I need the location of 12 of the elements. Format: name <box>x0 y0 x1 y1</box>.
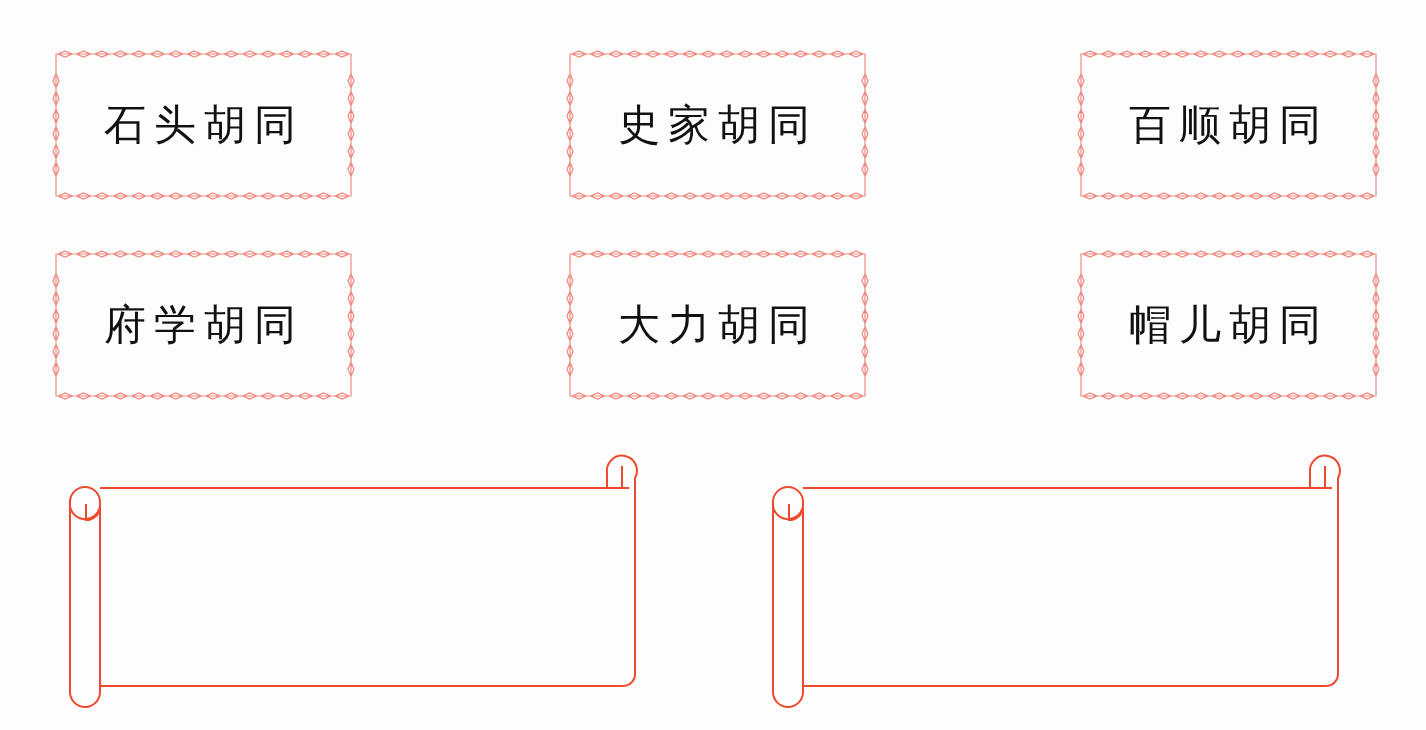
label-frame <box>52 50 355 200</box>
label-frame <box>52 250 355 400</box>
street-name: 史家胡同 <box>616 99 819 151</box>
label-frame <box>566 250 869 400</box>
label-frame <box>1077 250 1380 400</box>
street-name: 帽儿胡同 <box>1127 299 1330 351</box>
label-frame <box>1077 50 1380 200</box>
street-name: 百顺胡同 <box>1127 99 1330 151</box>
street-name: 石头胡同 <box>102 99 305 151</box>
street-name: 大力胡同 <box>616 299 819 351</box>
street-name: 府学胡同 <box>102 299 305 351</box>
label-frame <box>566 50 869 200</box>
